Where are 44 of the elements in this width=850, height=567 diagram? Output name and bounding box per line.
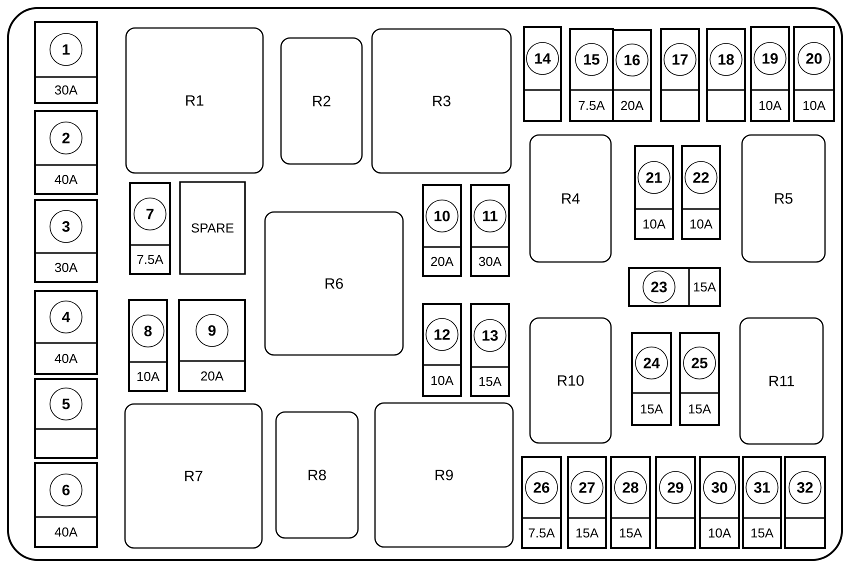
fuse: 17	[660, 28, 700, 122]
fuse: 3 30A	[34, 199, 98, 283]
relay-box: R7	[124, 403, 263, 549]
fuse: 15 7.5A	[569, 28, 614, 122]
fuse: 20 10A	[793, 26, 836, 122]
fuse: 28 15A	[610, 456, 651, 549]
fuse: 16 20A	[612, 29, 652, 122]
fuse: 14	[523, 26, 562, 122]
fuse: 31 15A	[742, 456, 782, 549]
fuse: 26 7.5A	[521, 456, 562, 549]
fuse: 9 20A	[178, 299, 246, 392]
relay-box: R2	[280, 37, 363, 165]
fuse: 2 40A	[34, 110, 98, 195]
relay-box: R8	[275, 411, 359, 539]
fuse: 24 15A	[631, 332, 672, 426]
fuse: 18	[706, 28, 746, 122]
fuse: 7 7.5A	[129, 182, 171, 275]
relay-box: R6	[264, 211, 404, 356]
fuse: 22 10A	[681, 145, 722, 240]
relay-box: R1	[125, 27, 264, 174]
fuse: 1 30A	[34, 21, 98, 104]
fuse: 11 30A	[470, 184, 510, 277]
relay-box: R9	[374, 402, 514, 548]
fuse: 32	[784, 456, 826, 549]
relay-box: R3	[371, 28, 512, 174]
fuse: 4 40A	[34, 290, 98, 375]
fuse: 25 15A	[679, 332, 720, 426]
fuse: 6 40A	[34, 462, 98, 548]
relay-box: R11	[739, 317, 824, 445]
fuse: 10 20A	[422, 184, 462, 277]
fuse: 8 10A	[128, 299, 168, 392]
relay-box: R5	[741, 134, 826, 263]
fuse: 23 15A	[628, 267, 722, 307]
fuse: 21 10A	[634, 145, 674, 240]
fuse: 12 10A	[422, 303, 462, 397]
fuse: 13 15A	[470, 303, 510, 397]
fuse: 5	[34, 378, 98, 459]
fuse: 27 15A	[567, 456, 607, 549]
fuse: 29	[655, 456, 696, 549]
relay-box: R4	[529, 134, 612, 263]
relay-box: R10	[529, 317, 612, 444]
spare-slot: SPARE	[179, 181, 246, 275]
fuse: 19 10A	[750, 26, 790, 122]
fuse: 30 10A	[699, 456, 740, 549]
